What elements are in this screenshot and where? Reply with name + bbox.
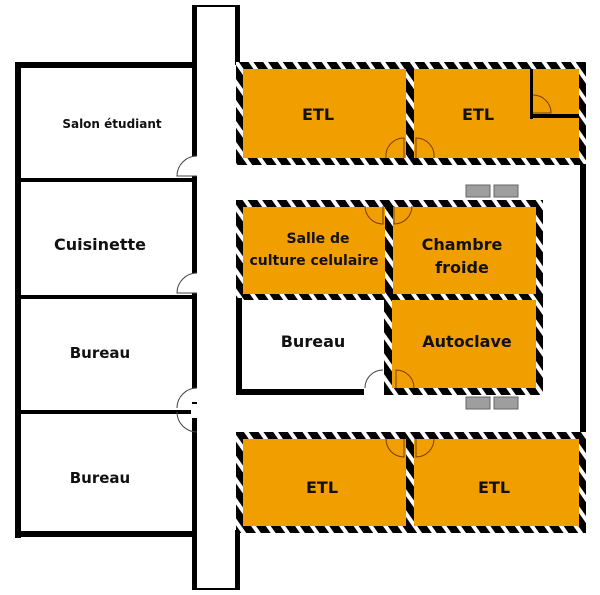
equipment-box[interactable] [493,184,519,198]
corridor [192,5,240,590]
middle-block: Salle de culture celulaire Chambre froid… [236,200,543,395]
room-label-bureau: Bureau [70,469,130,487]
room-salle-culture [243,207,385,294]
corridor-end-top [192,5,240,7]
door-icon[interactable] [364,205,384,225]
door-icon[interactable] [385,137,405,159]
equipment-box[interactable] [493,396,519,410]
room-label-etl: ETL [306,478,338,497]
room-chambre-froide [393,207,536,294]
corridor-wall-right-top [235,5,240,65]
equipment-box[interactable] [465,184,491,198]
door-icon[interactable] [415,438,435,458]
bottom-lab-block: ETL ETL [236,432,586,533]
room-label-salle-culture: culture celulaire [249,253,378,269]
left-wing: Salon étudiant Cuisinette Bureau Bureau [15,62,198,538]
divider-wall [15,178,197,182]
room-etl [243,69,406,158]
room-label-chambre-froide: froide [435,258,489,277]
door-icon[interactable] [364,369,384,389]
room-label-chambre-froide: Chambre [422,235,503,254]
room-etl [414,439,579,526]
room-label-bureau: Bureau [281,332,346,351]
door-icon[interactable] [415,137,435,159]
door-icon[interactable] [393,205,413,225]
door-icon[interactable] [176,411,198,433]
corridor-end-bottom [192,588,240,590]
equipment-box[interactable] [465,396,491,410]
door-icon[interactable] [395,369,415,389]
left-top-wall [15,62,197,68]
door-icon[interactable] [532,94,552,114]
equipment [465,184,519,410]
divider-wall [15,295,197,299]
divider-wall [15,410,197,414]
room-label-bureau: Bureau [70,344,130,362]
door-icon[interactable] [176,155,198,177]
door-icon[interactable] [385,438,405,458]
right-wall [580,164,586,434]
top-lab-block: ETL ETL [236,62,586,165]
room-label-salle-culture: Salle de [286,231,349,247]
door-icon[interactable] [176,272,198,294]
left-outer-wall [15,62,21,538]
room-label-cuisinette: Cuisinette [54,235,146,254]
door-icon[interactable] [176,387,198,409]
room-etl [243,439,406,526]
room-label-etl: ETL [478,478,510,497]
room-label-etl: ETL [462,105,494,124]
room-bureau [242,300,384,389]
left-bottom-wall [15,531,197,537]
room-autoclave [392,300,536,388]
corridor-wall-right-bottom [235,530,240,590]
room-etl [414,69,579,158]
room-label-salon: Salon étudiant [62,117,162,131]
room-label-etl: ETL [302,105,334,124]
room-label-autoclave: Autoclave [422,332,512,351]
